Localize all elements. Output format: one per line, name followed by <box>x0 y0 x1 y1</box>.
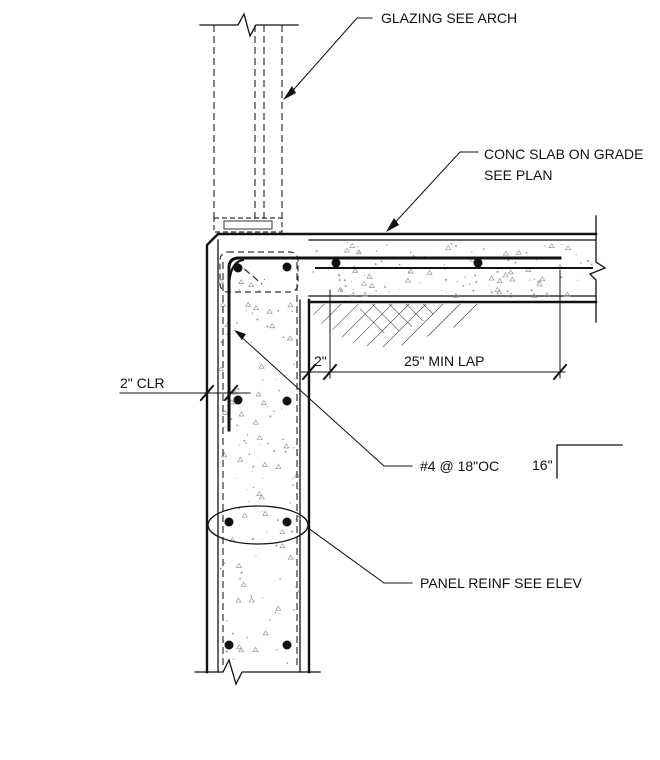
note-slab-line1: CONC SLAB ON GRADE <box>484 146 643 162</box>
note-slab-cover: 2" <box>314 353 327 369</box>
concrete-stipple <box>217 242 593 664</box>
leader-rebar <box>234 330 413 467</box>
panel-reinf-ellipse <box>207 505 309 545</box>
note-slab-line2: SEE PLAN <box>484 167 552 183</box>
clear-cover-dimension <box>119 384 251 402</box>
rebar-bent-bar <box>219 251 593 665</box>
note-panel-reinf: PANEL REINF SEE ELEV <box>420 575 582 591</box>
earth-hatch <box>312 304 485 348</box>
glazing-frame <box>199 12 299 233</box>
concrete-wall <box>194 232 598 686</box>
note-rebar: #4 @ 18"OC <box>420 458 499 474</box>
leader-glazing <box>283 17 373 100</box>
lap-dimension <box>299 269 568 381</box>
concrete-slab <box>307 215 607 323</box>
note-clear-cover: 2" CLR <box>120 375 165 391</box>
leader-slab <box>386 151 479 232</box>
leader-panel-reinf <box>307 527 413 584</box>
note-hook: 16" <box>532 457 553 473</box>
rebar-bar-dots <box>224 258 483 650</box>
hook-detail-line <box>556 444 623 479</box>
note-glazing: GLAZING SEE ARCH <box>381 10 517 26</box>
note-lap: 25" MIN LAP <box>404 353 484 369</box>
